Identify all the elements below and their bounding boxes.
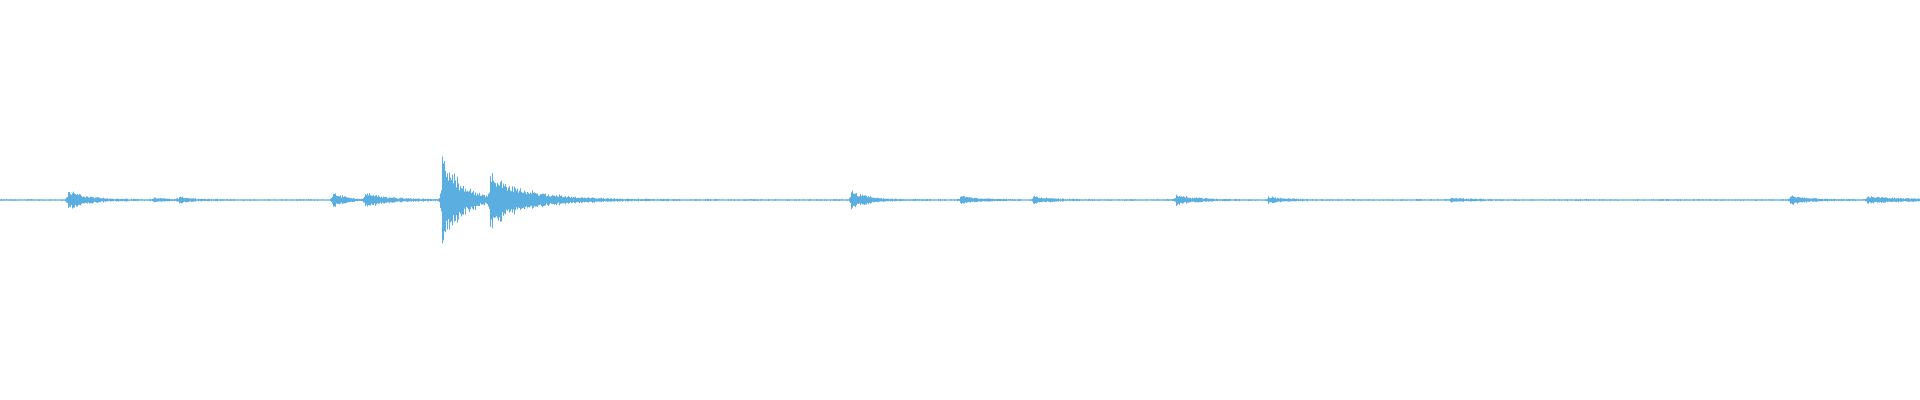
- waveform-trace: [0, 156, 1920, 244]
